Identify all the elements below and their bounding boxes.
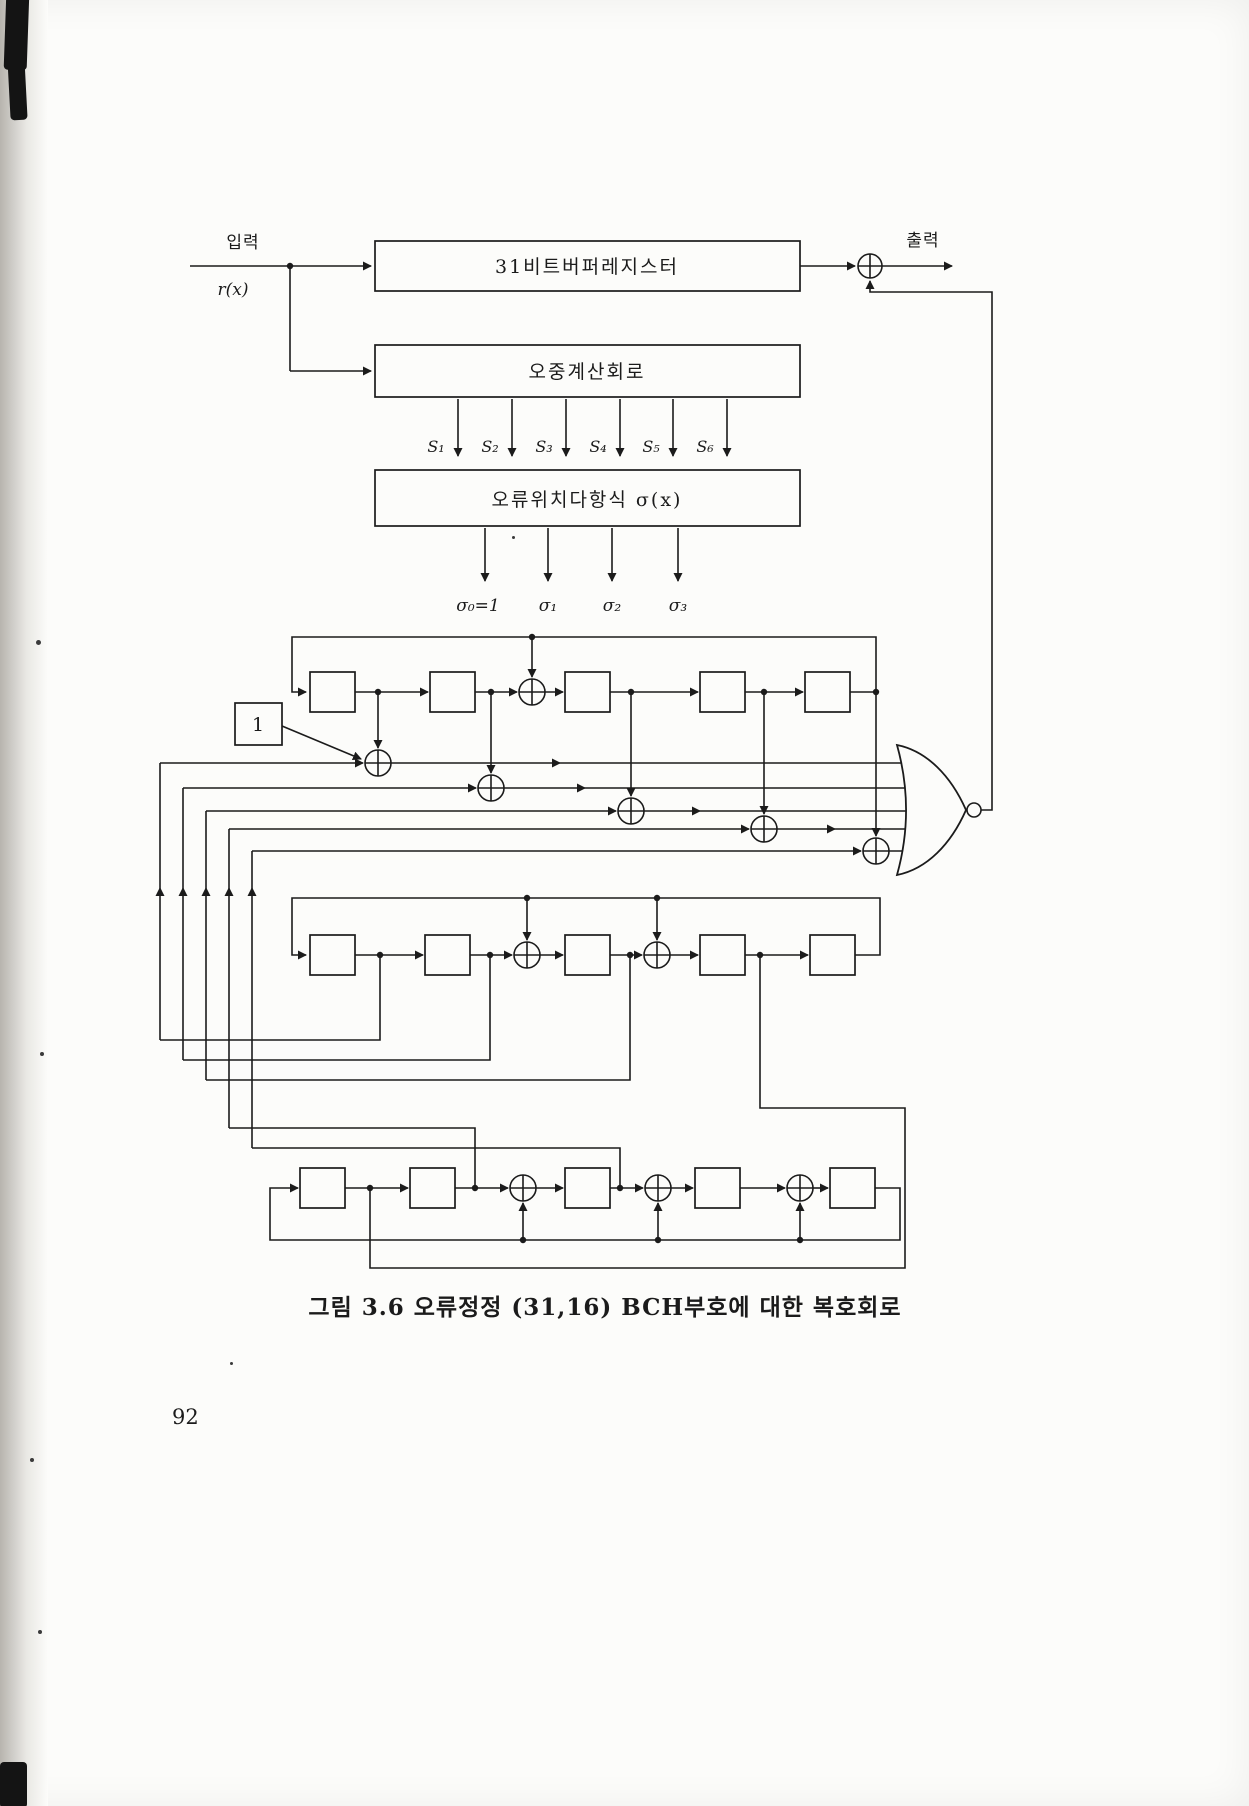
syndrome-computation-box bbox=[374, 344, 801, 398]
top-section-wires bbox=[190, 261, 993, 811]
page-number: 92 bbox=[172, 1405, 199, 1429]
register-cell bbox=[409, 1167, 456, 1209]
junction-dots bbox=[286, 262, 880, 1244]
figure-caption: 그림 3.6 오류정정 (31,16) BCH부호에 대한 복호회로 bbox=[308, 1294, 902, 1321]
register-cell bbox=[829, 1167, 876, 1209]
xor-gate bbox=[644, 1174, 672, 1202]
xor-gate bbox=[364, 749, 392, 777]
register-cell bbox=[699, 934, 746, 976]
register-row3-wires bbox=[269, 1183, 901, 1241]
register-cell bbox=[309, 671, 356, 713]
input-signal-label: r(x) bbox=[218, 280, 249, 300]
binding-ink-mark bbox=[0, 1762, 27, 1806]
output-label: 출력 bbox=[906, 231, 939, 251]
syndrome-output-arrows bbox=[453, 399, 732, 457]
gate-input-lines bbox=[160, 758, 910, 856]
buffer-register-box bbox=[374, 240, 801, 292]
register-row1-wires bbox=[281, 636, 881, 837]
sigma0-label: σ₀=1 bbox=[456, 596, 499, 616]
constant-one-box bbox=[234, 702, 283, 746]
xor-gate bbox=[643, 941, 671, 969]
register-cell bbox=[804, 671, 851, 713]
diagram-labels: 입력 r(x) 출력 31비트버퍼레지스터 오중계산회로 오류위치다항식 σ(x… bbox=[218, 231, 939, 736]
scan-speck bbox=[40, 1052, 44, 1056]
syndrome-s1-label: S₁ bbox=[427, 437, 444, 456]
register-cell bbox=[564, 671, 611, 713]
syndrome-s4-label: S₄ bbox=[589, 437, 606, 456]
feedback-risers bbox=[155, 763, 631, 1188]
error-locator-polynomial-label: 오류위치다항식 σ(x) bbox=[492, 489, 683, 511]
xor-gate bbox=[513, 941, 541, 969]
xor-gate-output bbox=[857, 253, 883, 279]
nor-gate bbox=[895, 743, 982, 877]
xor-gate bbox=[509, 1174, 537, 1202]
syndrome-s5-label: S₅ bbox=[642, 437, 660, 456]
register-cell bbox=[564, 934, 611, 976]
sigma-output-arrows bbox=[480, 528, 683, 582]
register-cell bbox=[309, 934, 356, 976]
blocks bbox=[234, 240, 876, 1209]
scan-speck bbox=[230, 1362, 233, 1365]
error-locator-polynomial-box bbox=[374, 469, 801, 527]
wires bbox=[155, 261, 993, 1269]
page-binding-edge bbox=[0, 0, 48, 1806]
register-cell bbox=[299, 1167, 346, 1209]
input-label: 입력 bbox=[226, 233, 259, 253]
xor-gate bbox=[518, 678, 546, 706]
xor-gate bbox=[477, 774, 505, 802]
sigma3-label: σ₃ bbox=[669, 596, 688, 616]
scan-speck bbox=[36, 640, 41, 645]
register-cell bbox=[809, 934, 856, 976]
xor-gates bbox=[364, 253, 890, 1202]
register-cell bbox=[429, 671, 476, 713]
sigma1-label: σ₁ bbox=[539, 596, 557, 616]
syndrome-s2-label: S₂ bbox=[481, 437, 498, 456]
sigma2-label: σ₂ bbox=[603, 596, 622, 616]
scan-speck bbox=[30, 1458, 34, 1462]
register-cell bbox=[694, 1167, 741, 1209]
syndrome-s6-label: S₆ bbox=[696, 437, 714, 456]
xor-gate bbox=[862, 837, 890, 865]
register-cell bbox=[424, 934, 471, 976]
xor-gate bbox=[786, 1174, 814, 1202]
constant-one-label: 1 bbox=[252, 714, 264, 736]
buffer-register-label: 31비트버퍼레지스터 bbox=[495, 256, 679, 278]
nor-gate-bubble bbox=[966, 802, 982, 818]
xor-gate bbox=[750, 815, 778, 843]
syndrome-s3-label: S₃ bbox=[535, 437, 552, 456]
register-cell bbox=[564, 1167, 611, 1209]
syndrome-computation-label: 오중계산회로 bbox=[529, 361, 646, 383]
scan-speck bbox=[38, 1630, 42, 1634]
scan-speck bbox=[512, 536, 515, 539]
xor-gate bbox=[617, 797, 645, 825]
register-cell bbox=[699, 671, 746, 713]
